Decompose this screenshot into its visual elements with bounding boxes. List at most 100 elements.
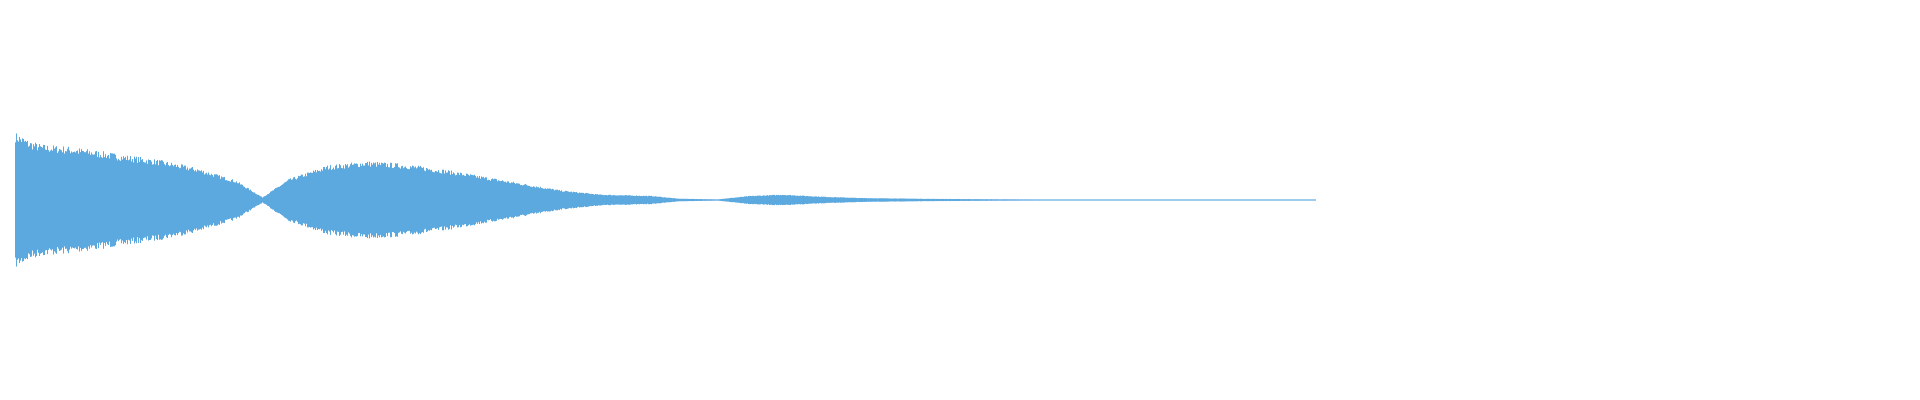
waveform-sample bbox=[764, 195, 765, 205]
waveform-sample bbox=[1044, 199, 1045, 201]
waveform-sample bbox=[604, 195, 605, 205]
waveform-sample bbox=[750, 195, 751, 205]
waveform-sample bbox=[799, 195, 800, 205]
waveform-sample bbox=[698, 199, 699, 201]
waveform-sample bbox=[955, 199, 956, 201]
waveform-sample bbox=[1015, 199, 1016, 201]
waveform-sample bbox=[839, 197, 840, 203]
waveform-sample bbox=[92, 154, 93, 246]
waveform-sample bbox=[331, 169, 332, 231]
waveform-sample bbox=[1311, 199, 1312, 201]
waveform-sample bbox=[1179, 199, 1180, 201]
waveform-sample bbox=[853, 197, 854, 203]
waveform-sample bbox=[453, 172, 454, 228]
waveform-sample bbox=[226, 180, 227, 220]
waveform-sample bbox=[635, 196, 636, 204]
waveform-sample bbox=[44, 145, 45, 255]
waveform-sample bbox=[1229, 199, 1230, 201]
waveform-sample bbox=[390, 162, 391, 238]
waveform-sample bbox=[753, 195, 754, 205]
waveform-sample bbox=[808, 196, 809, 204]
waveform-sample bbox=[895, 198, 896, 202]
waveform-sample bbox=[883, 198, 884, 202]
waveform-sample bbox=[1176, 199, 1177, 201]
waveform-sample bbox=[927, 198, 928, 202]
waveform-sample bbox=[144, 162, 145, 238]
waveform-sample bbox=[929, 198, 930, 202]
waveform-sample bbox=[659, 196, 660, 204]
waveform-sample bbox=[282, 184, 283, 216]
waveform-sample bbox=[423, 167, 424, 233]
waveform-sample bbox=[822, 196, 823, 204]
waveform-sample bbox=[1107, 199, 1108, 201]
waveform-sample bbox=[393, 167, 394, 233]
waveform-sample bbox=[943, 198, 944, 202]
waveform-sample bbox=[661, 196, 662, 204]
waveform-sample bbox=[646, 195, 647, 205]
waveform-sample bbox=[645, 195, 646, 205]
waveform-sample bbox=[1119, 199, 1120, 201]
waveform-sample bbox=[565, 190, 566, 210]
waveform-sample bbox=[1188, 199, 1189, 201]
waveform-sample bbox=[692, 198, 693, 202]
waveform-sample bbox=[766, 195, 767, 205]
waveform-sample bbox=[257, 194, 258, 206]
waveform-sample bbox=[780, 194, 781, 206]
waveform-sample bbox=[301, 174, 302, 226]
waveform-sample bbox=[858, 198, 859, 202]
waveform-sample bbox=[517, 183, 518, 217]
waveform-sample bbox=[430, 170, 431, 230]
waveform-sample bbox=[615, 195, 616, 205]
waveform-sample bbox=[933, 198, 934, 202]
waveform-sample bbox=[326, 167, 327, 233]
waveform-sample bbox=[382, 163, 383, 237]
waveform-sample bbox=[761, 196, 762, 204]
waveform-sample bbox=[442, 169, 443, 231]
waveform-sample bbox=[1014, 199, 1015, 201]
waveform-sample bbox=[719, 199, 720, 201]
waveform-sample bbox=[381, 162, 382, 238]
waveform-sample bbox=[1272, 199, 1273, 201]
waveform-sample bbox=[115, 154, 116, 246]
waveform-sample bbox=[323, 166, 324, 234]
waveform-sample bbox=[804, 195, 805, 205]
waveform-sample bbox=[543, 188, 544, 212]
waveform-sample bbox=[503, 181, 504, 219]
waveform-sample bbox=[281, 185, 282, 215]
waveform-sample bbox=[245, 188, 246, 212]
waveform-sample bbox=[674, 198, 675, 202]
waveform-sample bbox=[411, 167, 412, 233]
waveform-sample bbox=[896, 198, 897, 202]
waveform-sample bbox=[788, 195, 789, 205]
waveform-sample bbox=[1211, 199, 1212, 201]
waveform-sample bbox=[956, 198, 957, 202]
waveform-sample bbox=[176, 166, 177, 234]
waveform-sample bbox=[1108, 199, 1109, 201]
waveform-sample bbox=[984, 199, 985, 201]
waveform-sample bbox=[295, 178, 296, 222]
waveform-sample bbox=[271, 191, 272, 209]
waveform-sample bbox=[619, 195, 620, 205]
waveform-sample bbox=[992, 199, 993, 201]
waveform-sample bbox=[577, 192, 578, 208]
waveform-sample bbox=[25, 140, 26, 260]
waveform-sample bbox=[1224, 199, 1225, 201]
waveform-sample bbox=[484, 178, 485, 222]
waveform-sample bbox=[123, 156, 124, 244]
waveform-sample bbox=[460, 172, 461, 228]
waveform-sample bbox=[1086, 199, 1087, 201]
waveform-sample bbox=[1314, 199, 1315, 201]
waveform-sample bbox=[236, 181, 237, 219]
waveform-sample bbox=[1235, 199, 1236, 201]
waveform-sample bbox=[875, 198, 876, 202]
waveform-sample bbox=[121, 156, 122, 244]
waveform-sample bbox=[267, 194, 268, 206]
waveform-sample bbox=[1095, 199, 1096, 201]
waveform-sample bbox=[36, 144, 37, 256]
waveform-sample bbox=[854, 197, 855, 203]
waveform-sample bbox=[426, 167, 427, 233]
waveform-sample bbox=[876, 198, 877, 202]
waveform-sample bbox=[459, 175, 460, 225]
